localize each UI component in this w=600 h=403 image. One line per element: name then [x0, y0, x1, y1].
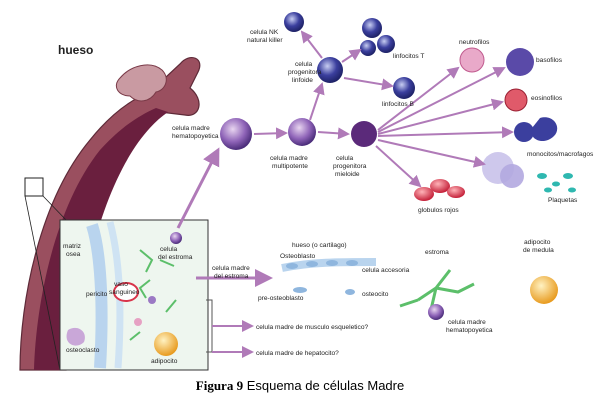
label-globulos-rojos: globulos rojos: [418, 207, 459, 214]
label-celula-accesoria: celula accesoria: [362, 267, 410, 274]
label-multipotente-1: celula madre: [270, 155, 308, 162]
label-celula-nk: celula NK: [250, 29, 279, 36]
label-monocitos: monocitos/macrofagos: [527, 151, 594, 158]
bone-label: hueso: [58, 43, 93, 57]
label-matriz-osea-1: matriz: [63, 243, 81, 250]
label-hepatocito: celula madre de hepatocito?: [256, 350, 339, 357]
label-adipocito-inset: adipocito: [151, 358, 178, 365]
label-linfoide-2: progenitora: [288, 69, 322, 76]
cell-hematopoietic-in-stroma: [428, 304, 444, 320]
label-eosinofilos: eosinofilos: [531, 95, 563, 102]
cell-multipotent: [288, 118, 316, 146]
label-pre-osteoblasto: pre-osteoblasto: [258, 295, 304, 302]
label-linfocitos-b: linfocitos B: [382, 101, 414, 108]
cell-hematopoietic-stem: [220, 118, 252, 150]
label-basofilos: basofilos: [536, 57, 563, 64]
label-celula-estroma-2: del estroma: [158, 254, 193, 261]
label-adipocito-medula-2: de medula: [523, 247, 554, 254]
label-hemat-estroma-1: celula madre: [448, 319, 486, 326]
label-osteoclasto: osteoclasto: [66, 347, 100, 354]
label-hematopoyetica-2: hematopoyetica: [172, 133, 219, 140]
stromal-lineage: [281, 258, 558, 320]
cell-b-lymphocyte: [393, 77, 415, 99]
label-vaso-1: vaso: [114, 281, 128, 288]
cell-t-lymphocytes: [360, 40, 376, 56]
label-vaso-2: sanguineo: [109, 289, 140, 296]
adipocyte-inset: [154, 332, 178, 356]
label-celula-estroma-1: celula: [160, 246, 178, 253]
red-blood-cells: [414, 179, 465, 201]
label-plaquetas: Plaquetas: [548, 197, 578, 204]
label-musculo: celula madre de musculo esqueletico?: [256, 324, 368, 331]
label-madre-estroma-2: del estroma: [214, 273, 249, 280]
label-multipotente-2: multipotente: [272, 163, 308, 170]
label-linfocitos-t: linfocitos T: [393, 53, 424, 60]
hematopoietic-lineage: [220, 12, 576, 201]
label-linfoide-3: linfoide: [292, 77, 313, 84]
cell-eosinophil: [504, 88, 528, 112]
cell-osteocyte: [345, 289, 355, 295]
caption-text: Esquema de células Madre: [243, 378, 405, 393]
label-linfoide-1: celula: [295, 61, 313, 68]
cell-marrow-adipocyte: [530, 276, 558, 304]
label-estroma: estroma: [425, 249, 449, 256]
cell-stroma: [399, 269, 475, 315]
blood-vessel: [113, 282, 139, 302]
label-osteocito: osteocito: [362, 291, 389, 298]
label-hematopoyetica-1: celula madre: [172, 125, 210, 132]
cell-neutrophil: [459, 47, 485, 73]
label-hueso-cartilago: hueso (o cartilago): [292, 242, 347, 249]
label-matriz-osea-2: osea: [66, 251, 81, 258]
label-mieloide-2: progenitora: [333, 163, 367, 170]
label-neutrofilos: neutrofilos: [459, 39, 490, 46]
label-mieloide-1: celula: [336, 155, 354, 162]
cell-basophil: [506, 48, 534, 76]
label-madre-estroma-1: celula madre: [212, 265, 250, 272]
cell-macrophage: [531, 117, 558, 142]
figure-caption: Figura 9 Esquema de células Madre: [0, 378, 600, 394]
label-natural-killer: natural killer: [247, 37, 283, 44]
label-osteoblasto: Osteoblasto: [280, 253, 316, 260]
zoom-box: [24, 177, 44, 197]
label-pericito: pericito: [86, 291, 108, 298]
figure-number: Figura 9: [195, 378, 244, 393]
platelets: [537, 173, 576, 193]
cell-nk: [284, 12, 304, 32]
label-adipocito-medula-1: adipocito: [524, 239, 551, 246]
cell-myeloid-progenitor: [351, 121, 377, 147]
marrow-inset: [59, 219, 209, 371]
label-mieloide-3: mieloide: [335, 171, 360, 178]
cell-lymphoid-progenitor: [317, 57, 343, 83]
label-hemat-estroma-2: hematopoyetica: [446, 327, 493, 334]
